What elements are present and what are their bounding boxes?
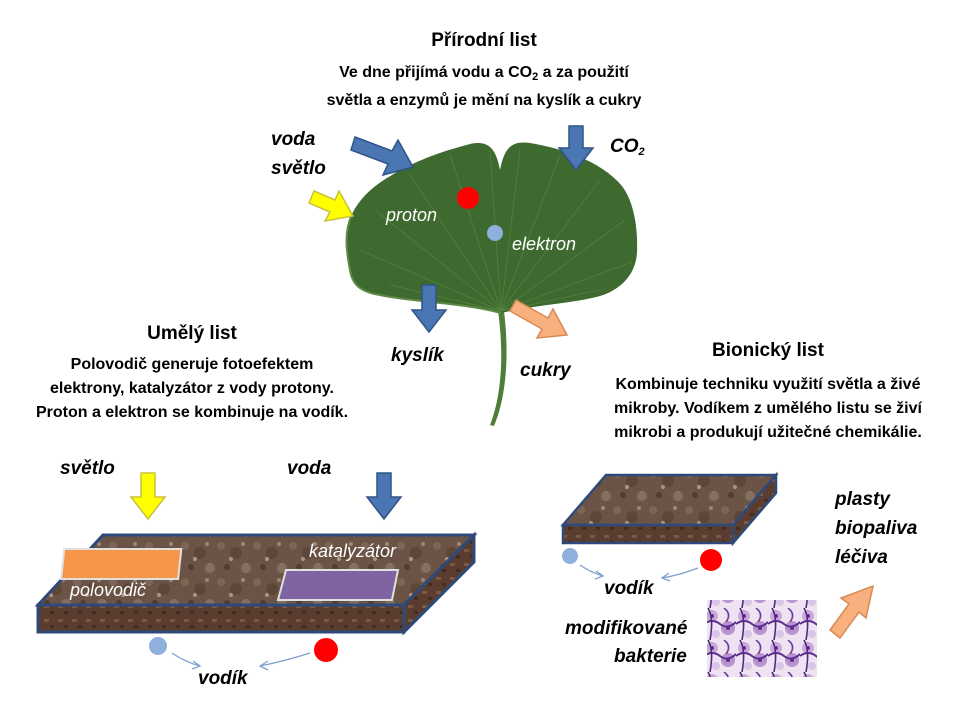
yellow-arrow-icon — [129, 472, 167, 521]
bionic-leaf-title: Bionický list — [712, 340, 824, 361]
blue-arrow-icon — [410, 284, 448, 334]
label-co2: CO2 — [610, 136, 645, 158]
label-modifikovane: modifikované — [565, 618, 688, 639]
natural-leaf-title: Přírodní list — [431, 30, 537, 51]
label-proton: proton — [386, 205, 438, 225]
bionic-leaf-slab — [560, 471, 779, 547]
label-biopaliva: biopaliva — [835, 518, 918, 539]
label-katalyzator: katalyzátor — [309, 541, 397, 561]
label-elektron: elektron — [512, 234, 577, 254]
bacteria-micrograph-icon — [707, 600, 817, 677]
artificial-leaf-title: Umělý list — [147, 323, 237, 344]
label-voda-artificial: voda — [287, 458, 332, 479]
label-kyslik: kyslík — [391, 345, 444, 366]
label-vodik-artificial: vodík — [198, 668, 248, 689]
natural-leaf-desc: Ve dne přijímá vodu a CO2 a za použití s… — [326, 64, 642, 109]
label-polovodic: polovodič — [70, 580, 147, 600]
proton-dot-icon — [314, 638, 338, 662]
blue-arrow-icon — [557, 125, 595, 172]
polovodic-block — [60, 548, 183, 580]
label-leciva: léčiva — [835, 547, 888, 568]
artificial-leaf-desc: Polovodič generuje fotoefektem elektrony… — [35, 356, 349, 421]
peach-arrow-icon — [828, 584, 875, 640]
electron-dot-icon — [149, 637, 167, 655]
blue-arrow-icon — [365, 472, 403, 521]
label-cukry: cukry — [520, 360, 571, 381]
blue-arrow-icon — [350, 136, 415, 177]
label-svetlo-artificial: světlo — [60, 458, 115, 479]
proton-dot-icon — [700, 549, 722, 571]
bionic-leaf-desc: Kombinuje techniku využití světla a živé… — [614, 376, 922, 441]
peach-arrow-icon — [508, 298, 569, 339]
yellow-arrow-icon — [308, 189, 355, 223]
label-vodik-bionic: vodík — [604, 578, 654, 599]
combine-arrows — [579, 564, 699, 582]
katalyzator-block — [276, 569, 400, 601]
label-svetlo-natural: světlo — [271, 158, 326, 179]
electron-dot-icon — [562, 548, 578, 564]
proton-dot-icon — [457, 187, 479, 209]
label-bakterie: bakterie — [614, 646, 687, 667]
combine-arrows — [171, 652, 311, 671]
electron-dot-icon — [487, 225, 503, 241]
label-voda-natural: voda — [271, 129, 316, 150]
label-plasty: plasty — [835, 489, 890, 510]
